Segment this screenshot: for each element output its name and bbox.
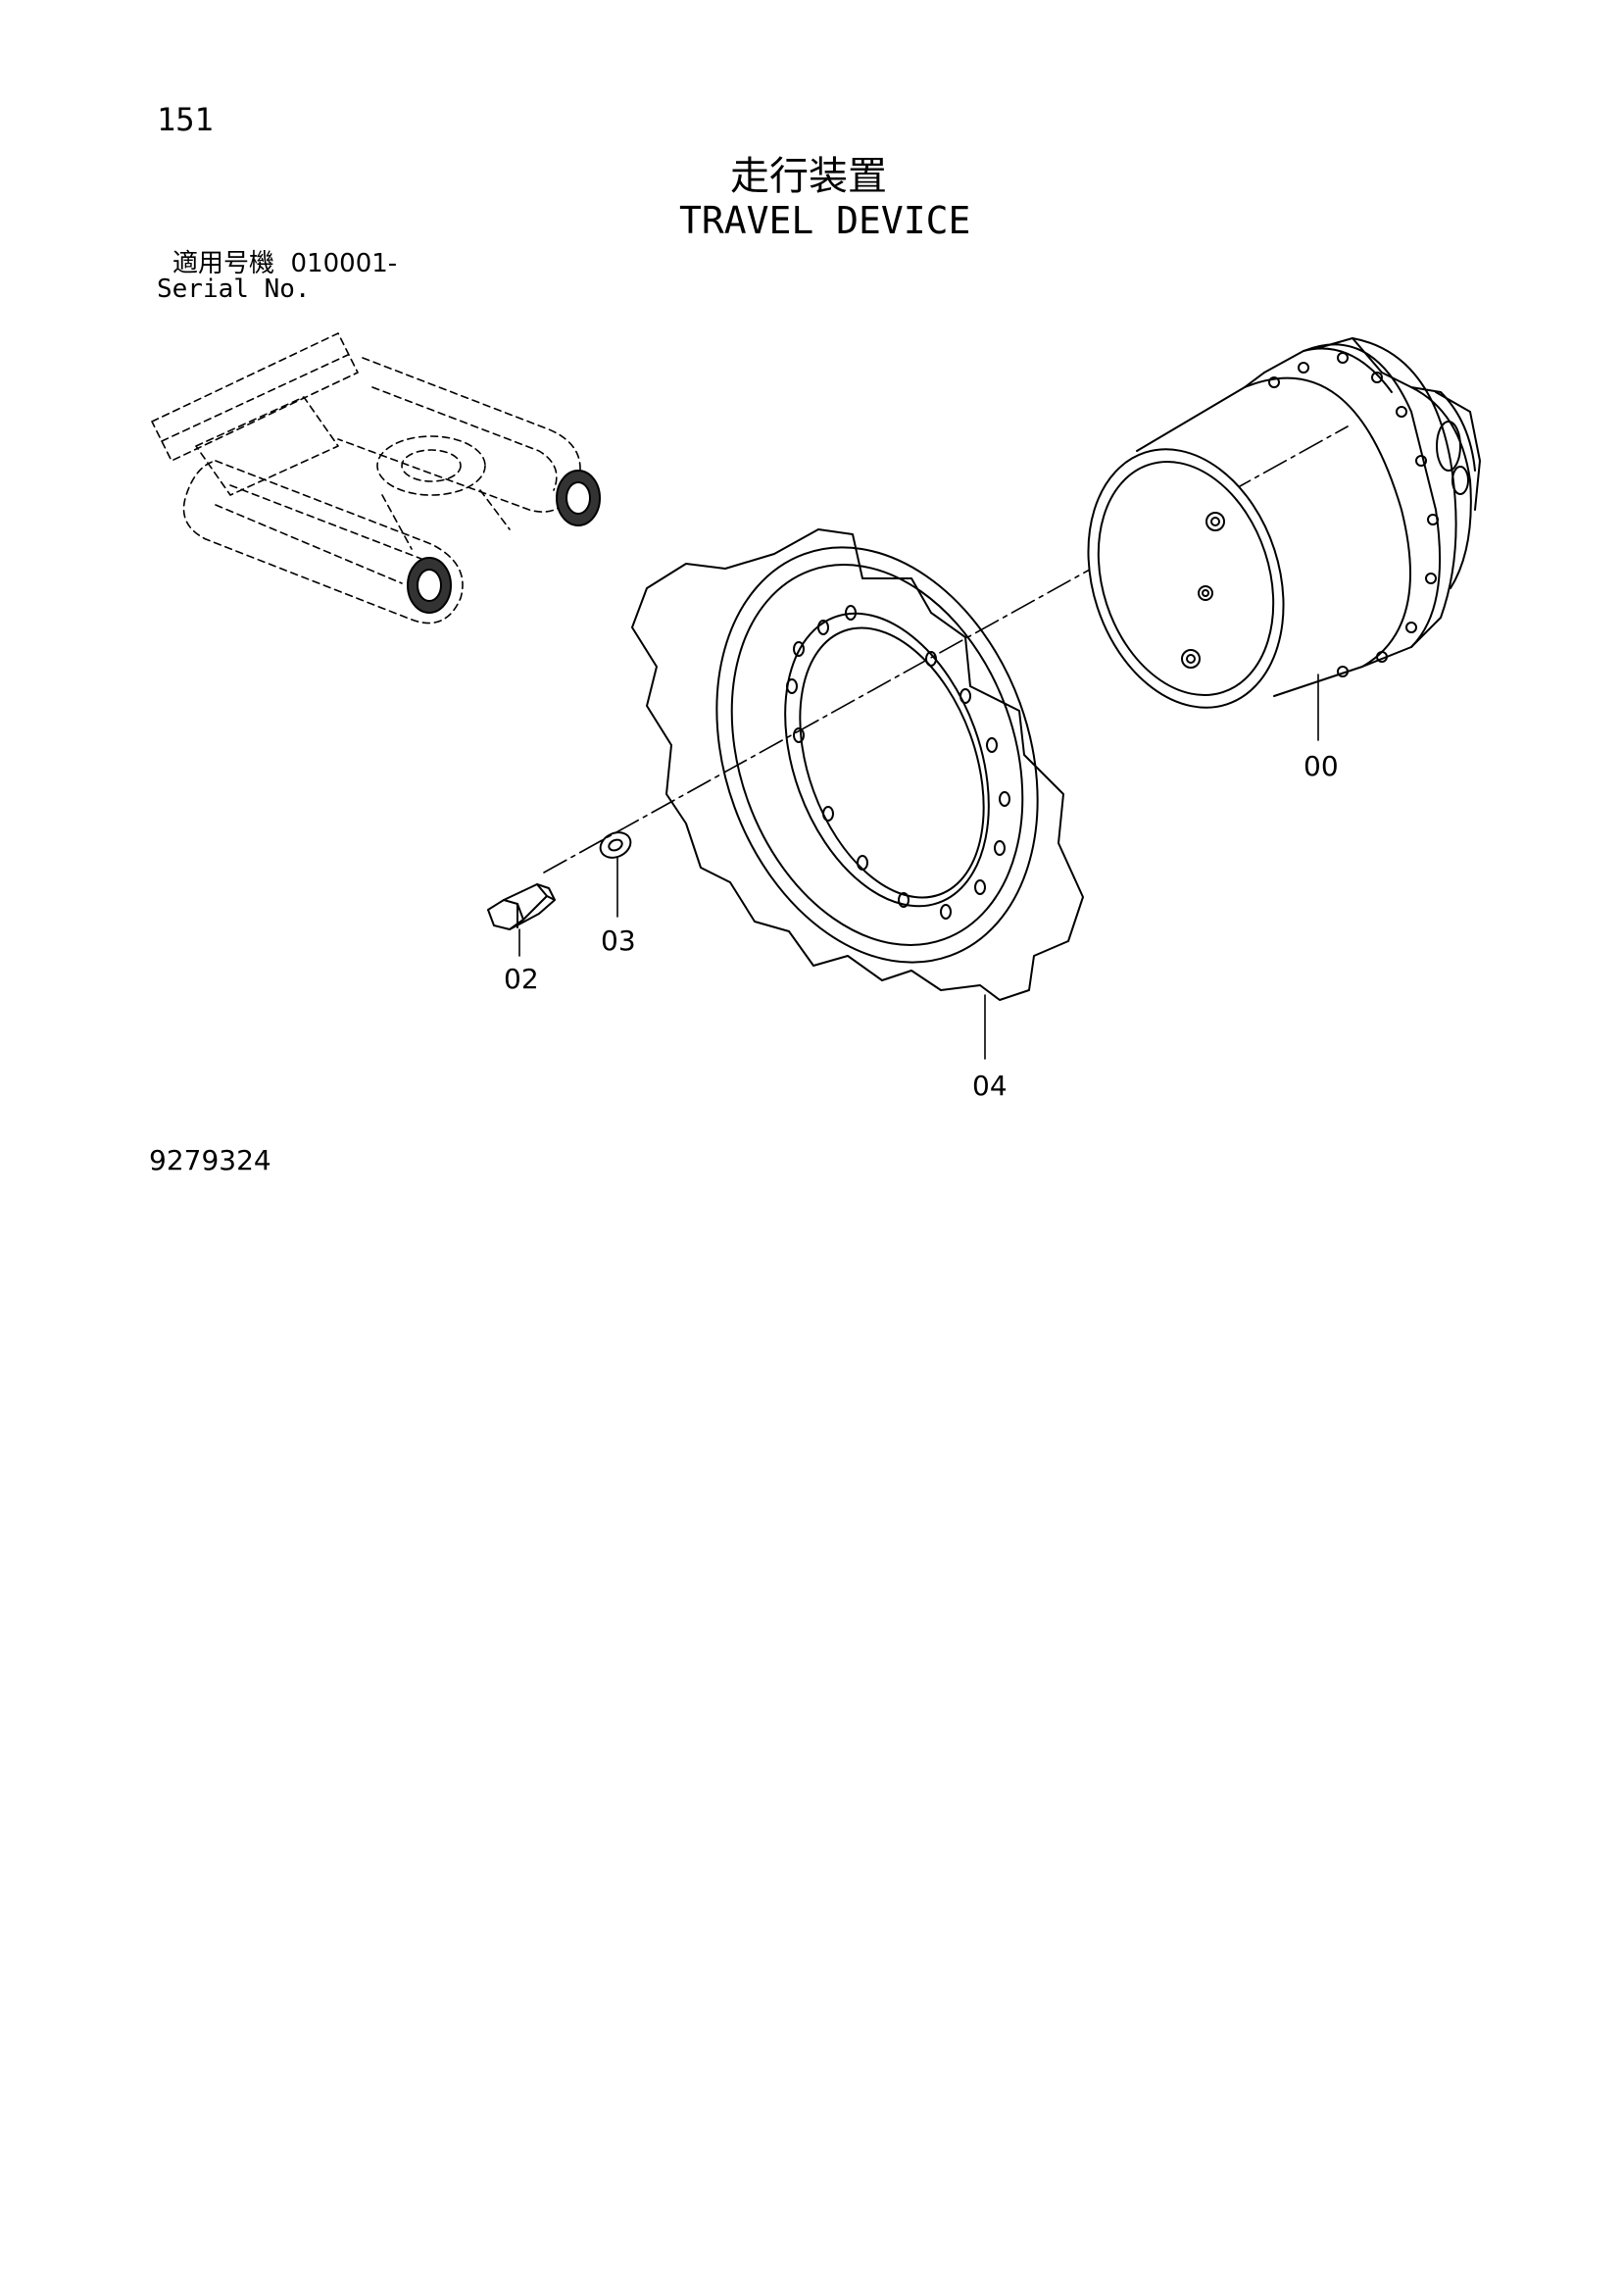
sprocket-part-04 <box>631 528 1084 1001</box>
part-label-02: 02 <box>504 963 539 995</box>
part-label-04: 04 <box>972 1070 1008 1102</box>
page-title-jp: 走行装置 <box>730 154 887 199</box>
bolt-part-02 <box>487 883 556 930</box>
thumbnail-highlighted-drives <box>407 470 601 614</box>
serial-line-jp: 適用号機 010001- <box>172 251 397 276</box>
travel-device-part-00 <box>1087 337 1481 709</box>
serial-label-jp: 適用号機 <box>172 249 275 278</box>
part-label-00: 00 <box>1303 750 1339 782</box>
motor-flange-bolts <box>1268 352 1439 677</box>
washer-part-03 <box>599 831 632 859</box>
page-number: 151 <box>157 101 214 138</box>
part-label-03: 03 <box>601 924 636 957</box>
serial-label-en: Serial No. <box>157 275 311 304</box>
motor-face-ports <box>1181 512 1225 669</box>
drawing-number: 9279324 <box>149 1144 271 1176</box>
serial-range: 010001- <box>290 249 398 278</box>
sprocket-bolt-holes <box>786 605 1010 920</box>
undercarriage-location-thumbnail <box>151 332 581 624</box>
page-title-en: TRAVEL DEVICE <box>679 199 971 242</box>
